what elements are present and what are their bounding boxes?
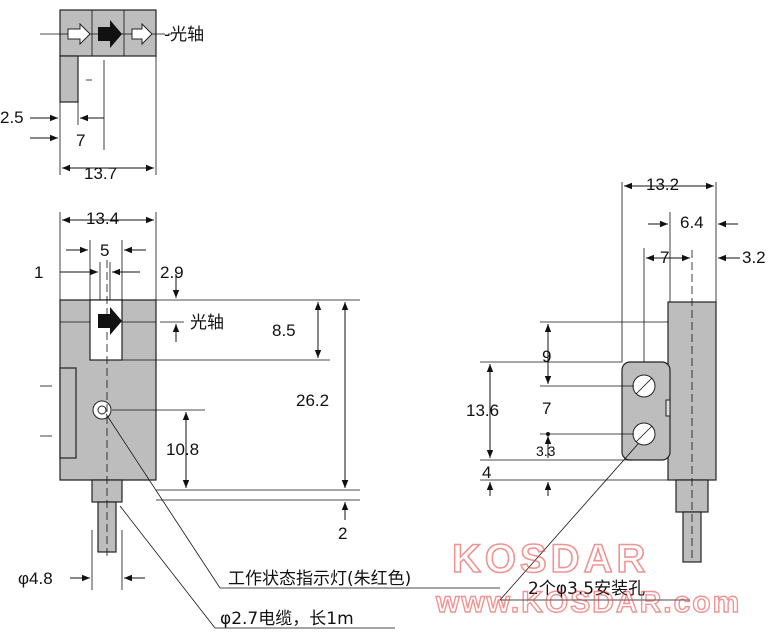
dim-3-3: 3.3 xyxy=(536,443,556,459)
dim-2: 2 xyxy=(338,524,347,543)
optical-axis-label-top: -光轴 xyxy=(164,25,204,45)
dim-2-5: 2.5 xyxy=(0,108,24,127)
watermark-url: www.KOSDAR.com xyxy=(435,586,741,619)
hollow-arrow-icon xyxy=(67,22,91,46)
dim-2-9: 2.9 xyxy=(160,263,184,282)
dim-cable-dia: φ4.8 xyxy=(18,569,53,588)
dim-13-7: 13.7 xyxy=(84,164,117,183)
dim-3-2: 3.2 xyxy=(742,248,766,267)
dim-4: 4 xyxy=(482,463,491,482)
dim-13-4: 13.4 xyxy=(86,209,119,228)
hollow-arrow-icon xyxy=(131,22,153,46)
dim-13-6: 13.6 xyxy=(466,401,499,420)
indicator-led-icon xyxy=(92,400,112,420)
dim-7-top: 7 xyxy=(76,131,85,150)
cable-label: φ2.7电缆，长1m xyxy=(220,609,354,629)
dim-7-side: 7 xyxy=(660,248,669,267)
dim-9: 9 xyxy=(542,347,551,366)
dim-7-holes: 7 xyxy=(542,399,551,418)
dim-13-2: 13.2 xyxy=(646,175,679,194)
dim-26-2: 26.2 xyxy=(296,391,329,410)
dim-8-5: 8.5 xyxy=(272,321,296,340)
optical-axis-label-front: 光轴 xyxy=(190,313,224,333)
top-view xyxy=(30,9,172,175)
indicator-label: 工作状态指示灯(朱红色) xyxy=(228,569,411,589)
front-view xyxy=(40,212,500,629)
dim-1: 1 xyxy=(34,263,43,282)
holes-label: 2个φ3.5安装孔 xyxy=(528,579,645,599)
front-view-slot xyxy=(89,299,123,361)
emitter-arrow-icon xyxy=(98,307,122,335)
dim-10-8: 10.8 xyxy=(166,440,199,459)
emitter-arrow-icon xyxy=(98,20,122,48)
watermark-brand: KOSDAR xyxy=(452,537,649,581)
labels: -光轴 2.5 7 13.7 13.4 5 1 2.9 光轴 8.5 26.2 … xyxy=(0,25,766,629)
dim-6-4: 6.4 xyxy=(680,213,704,232)
side-view xyxy=(480,182,740,601)
watermark: KOSDAR www.KOSDAR.com xyxy=(434,536,741,620)
top-view-leg xyxy=(59,55,79,103)
dim-5: 5 xyxy=(100,241,109,260)
